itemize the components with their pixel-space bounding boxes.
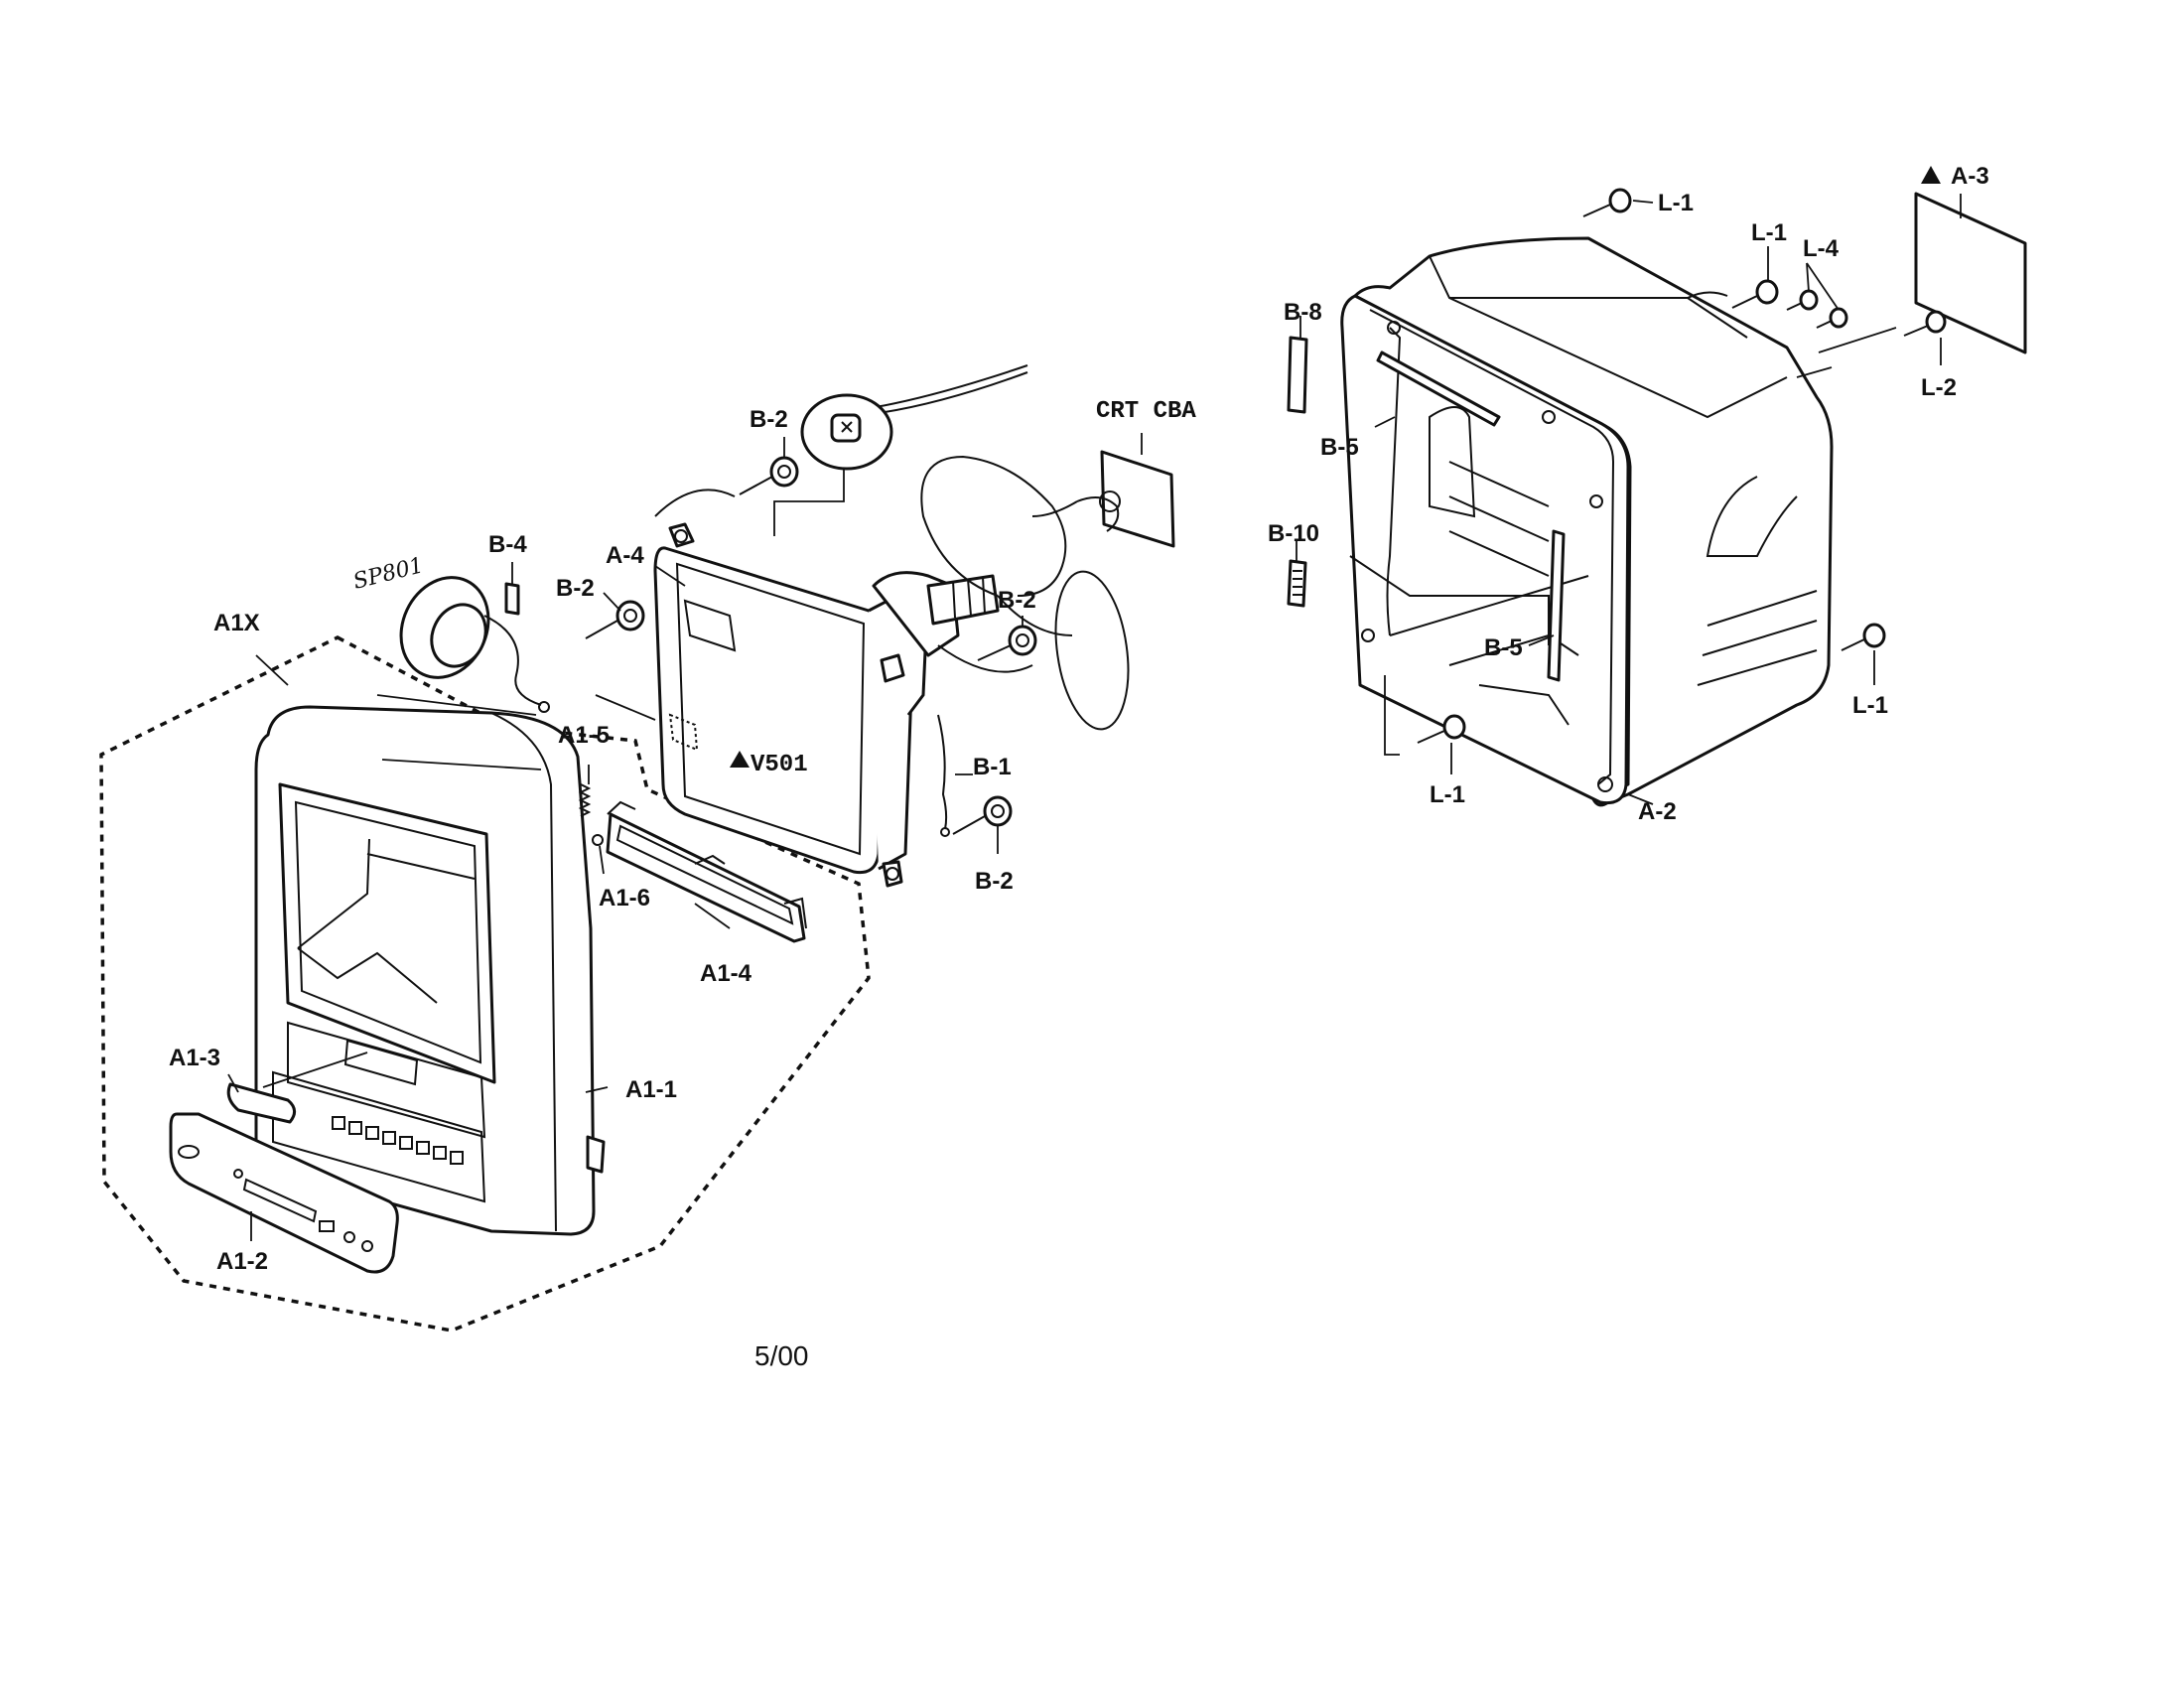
label-sp801: SP801 (350, 553, 426, 595)
label-a1-1: A1-1 (625, 1076, 677, 1103)
crt-cba-board (1100, 450, 1175, 548)
label-crt-cba: CRT CBA (1096, 398, 1196, 425)
speaker-sp801 (399, 576, 550, 713)
screw-l1-bottom (1417, 714, 1466, 744)
bar-b5-mid (1547, 529, 1566, 682)
part-labels: A1X SP801 B-4 B-2 B-2 B-2 B-2 A-4 A1-5 A… (169, 163, 1989, 1275)
label-b2-top: B-2 (750, 406, 788, 433)
label-a4: A-4 (606, 542, 644, 569)
label-b5-mid: B-5 (1484, 634, 1523, 661)
label-a1x: A1X (213, 610, 260, 636)
cabinet-screen-opening (278, 782, 496, 1084)
front-bezel-a1-2 (169, 1112, 399, 1274)
label-l1-second: L-1 (1751, 219, 1787, 246)
label-a3: A-3 (1951, 163, 1989, 190)
back-cabinet-assembly (1287, 166, 2027, 807)
label-a1-3: A1-3 (169, 1045, 220, 1071)
control-buttons (332, 1116, 464, 1165)
screw-b2-mid (977, 625, 1037, 661)
label-a1-6: A1-6 (599, 885, 650, 912)
bracket-a1-4 (606, 812, 806, 943)
front-cabinet-assembly (99, 562, 871, 1333)
a1x-group-outline (99, 635, 871, 1333)
lens-a1-3 (226, 1082, 296, 1124)
label-l4: L-4 (1803, 235, 1840, 262)
safety-warning-icon-a3 (1921, 166, 1941, 184)
strip-b10 (1287, 559, 1307, 608)
label-a2: A-2 (1638, 798, 1677, 825)
label-a3 (1914, 192, 2027, 354)
crt-assembly (585, 364, 1175, 888)
label-l1-bottom: L-1 (1430, 781, 1465, 808)
label-l1-top: L-1 (1658, 190, 1694, 216)
label-b2-left: B-2 (556, 575, 595, 602)
label-b1: B-1 (973, 754, 1012, 780)
screw-l2 (1903, 310, 1947, 337)
label-b10: B-10 (1268, 520, 1319, 547)
spring-a1-5 (578, 783, 592, 817)
tie-wire-b1 (937, 714, 948, 830)
screw-l4-b (1816, 307, 1848, 329)
screw-b2-top (739, 456, 799, 495)
part-a1-6 (592, 834, 604, 846)
label-v501: V501 (751, 752, 808, 778)
screw-l1-right (1841, 623, 1886, 651)
screw-l1-top (1582, 188, 1632, 217)
label-b2-bottom: B-2 (975, 868, 1014, 895)
screw-b2-bottom (952, 795, 1013, 835)
label-a1-2: A1-2 (216, 1248, 268, 1275)
screw-l4-a (1786, 289, 1819, 311)
label-b4: B-4 (488, 531, 527, 558)
label-l2: L-2 (1921, 374, 1957, 401)
label-b8: B-8 (1284, 299, 1322, 326)
revision-date: 5/00 (754, 1340, 809, 1371)
label-l1-right: L-1 (1852, 692, 1888, 719)
label-a1-5: A1-5 (558, 722, 610, 749)
label-b5-top: B-5 (1320, 434, 1359, 461)
safety-warning-icon (730, 751, 750, 768)
label-a1-4: A1-4 (700, 960, 752, 987)
screw-l1-second (1731, 279, 1779, 309)
strip-b8 (1287, 336, 1308, 414)
label-b2-mid: B-2 (998, 587, 1036, 614)
clip-b4 (504, 582, 520, 616)
bar-b5-top (1376, 351, 1501, 427)
screw-b2-left (585, 600, 645, 639)
